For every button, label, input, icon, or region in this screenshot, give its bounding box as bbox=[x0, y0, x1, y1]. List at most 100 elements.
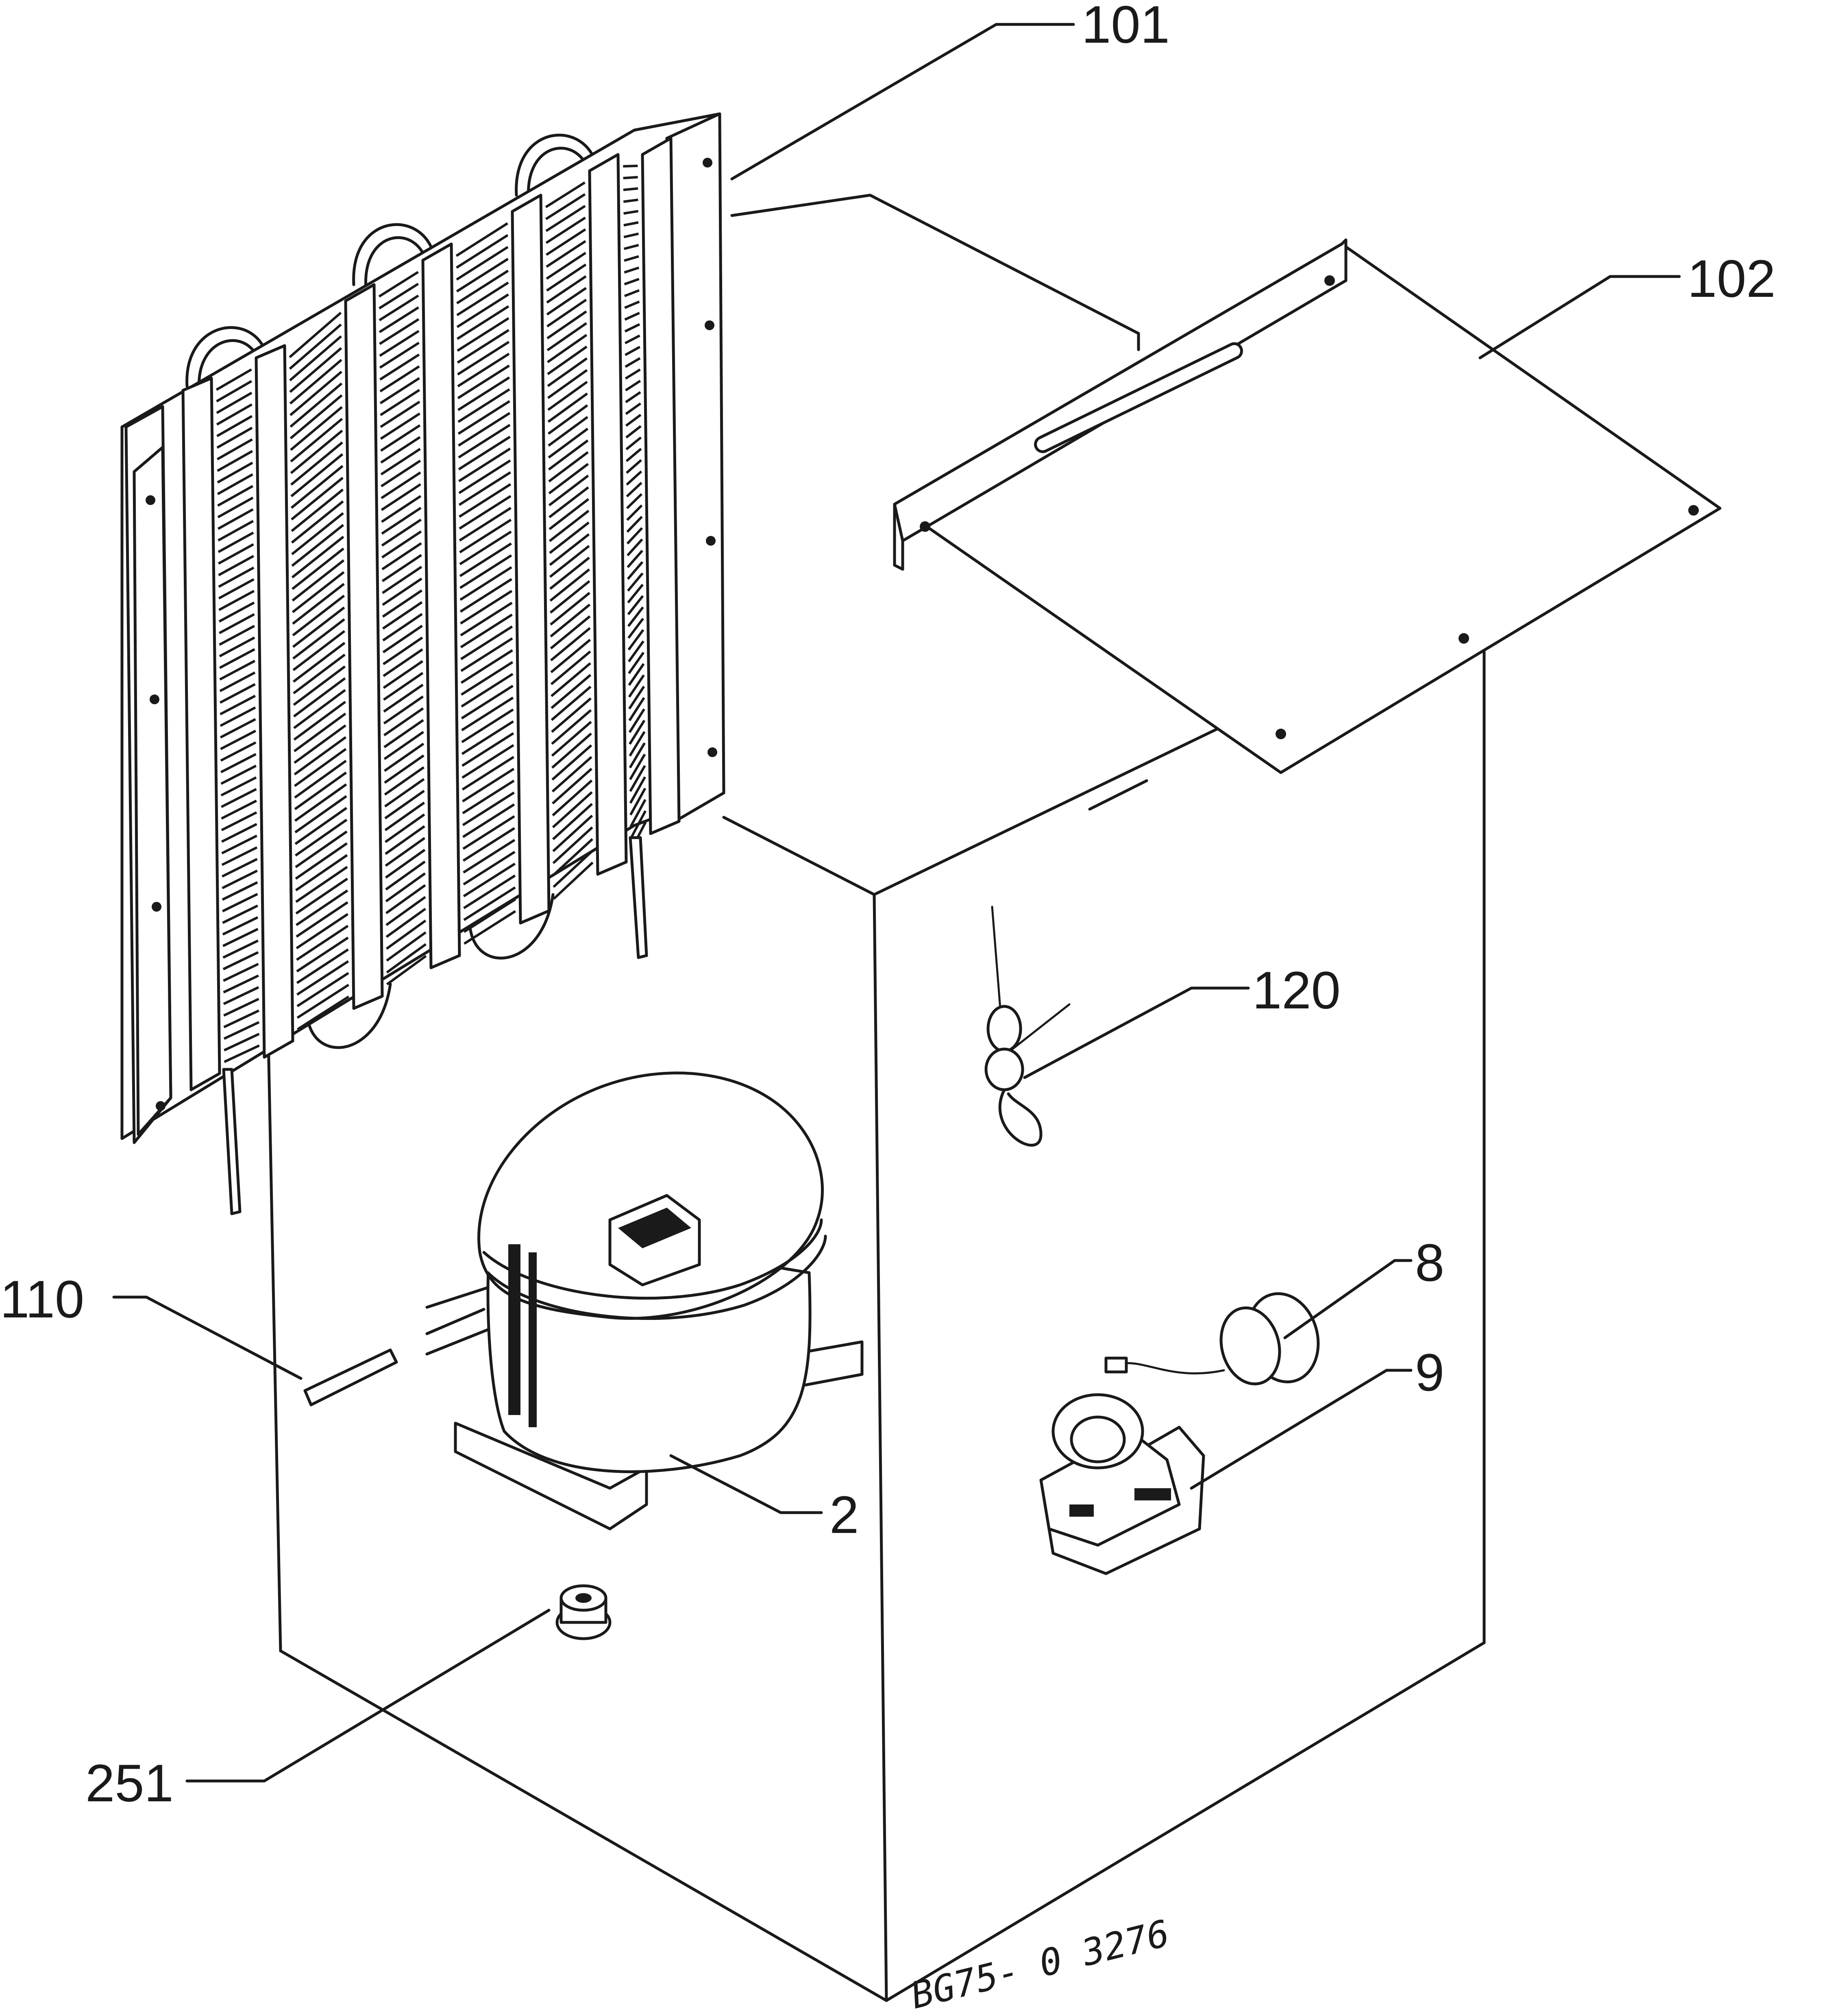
fin-wire bbox=[549, 486, 589, 518]
fin-wire bbox=[294, 783, 347, 822]
fin-wire bbox=[463, 886, 516, 921]
fin-wire bbox=[217, 508, 254, 530]
fin-wire bbox=[293, 677, 346, 718]
fin-wire bbox=[384, 790, 425, 819]
fin-wire bbox=[457, 329, 509, 364]
fin-wire bbox=[549, 498, 590, 530]
fin-wire bbox=[294, 819, 348, 857]
fin-wire bbox=[294, 795, 347, 834]
fin-wire bbox=[217, 473, 253, 495]
fin-wire bbox=[222, 904, 258, 924]
fin-wire bbox=[218, 590, 255, 611]
compressor bbox=[454, 1071, 864, 1531]
fin-wire bbox=[629, 753, 646, 780]
fin-wire bbox=[220, 694, 256, 716]
fin-wire bbox=[295, 889, 348, 926]
fin-wire bbox=[218, 578, 255, 600]
condenser-fins bbox=[216, 164, 647, 1063]
fin-wire bbox=[221, 834, 258, 855]
fin-wire bbox=[295, 842, 348, 880]
fin-wire bbox=[624, 266, 640, 274]
fin-wire bbox=[218, 566, 255, 588]
leader-lines bbox=[112, 23, 1681, 1783]
fin-wire bbox=[293, 701, 346, 741]
fin-wire bbox=[628, 663, 645, 686]
fin-wire bbox=[457, 305, 509, 340]
fin-wire bbox=[290, 465, 344, 509]
fin-wire bbox=[292, 583, 345, 625]
fin-wire bbox=[458, 424, 511, 459]
fin-wire bbox=[296, 948, 349, 984]
fin-wire bbox=[545, 205, 586, 232]
fin-wire bbox=[381, 566, 422, 594]
fin-wire bbox=[385, 849, 426, 879]
fin-wire bbox=[220, 753, 257, 773]
fin-wire bbox=[549, 533, 590, 566]
fin-wire bbox=[624, 311, 640, 321]
fin-wire bbox=[220, 741, 257, 762]
fin-wire bbox=[293, 712, 346, 752]
fin-wire bbox=[463, 851, 516, 886]
fin-wire bbox=[383, 695, 424, 725]
fin-wire bbox=[546, 263, 587, 292]
fin-wire bbox=[457, 388, 510, 423]
fin-wire bbox=[381, 483, 421, 511]
fin-wire bbox=[216, 380, 253, 403]
fin-wire bbox=[383, 660, 424, 689]
fin-wire bbox=[628, 697, 645, 721]
fin-wire bbox=[294, 807, 348, 845]
fin-wire bbox=[625, 346, 641, 356]
fin-wire bbox=[626, 493, 643, 509]
fin-wire bbox=[456, 293, 509, 328]
thermal-protector bbox=[1104, 1292, 1320, 1386]
fin-wire bbox=[629, 742, 646, 769]
fin-wire bbox=[220, 718, 256, 739]
fin-wire bbox=[289, 335, 342, 381]
fin-wire bbox=[381, 554, 422, 582]
fin-wire bbox=[223, 974, 259, 994]
fin-wire bbox=[379, 283, 419, 309]
fin-wire bbox=[220, 729, 257, 750]
fin-wire bbox=[623, 221, 639, 226]
fin-wire bbox=[291, 524, 344, 567]
fin-wire bbox=[459, 566, 512, 601]
fin-wire bbox=[378, 271, 419, 298]
fin-wire bbox=[550, 650, 591, 685]
fin-wire bbox=[224, 1044, 260, 1063]
fin-wire bbox=[551, 697, 592, 733]
fin-wire bbox=[623, 198, 638, 203]
fin-wire bbox=[385, 896, 426, 926]
fin-wire bbox=[553, 850, 594, 888]
fin-wire bbox=[625, 402, 642, 415]
fin-wire bbox=[380, 424, 421, 452]
mounting-plate bbox=[893, 238, 1722, 774]
fin-wire bbox=[625, 368, 641, 380]
fin-wire bbox=[385, 872, 426, 903]
fin-wire bbox=[294, 736, 347, 775]
fin-wire bbox=[382, 636, 423, 665]
fin-wire bbox=[291, 512, 344, 555]
fin-wire bbox=[546, 275, 587, 304]
fin-wire bbox=[219, 648, 255, 669]
fin-wire bbox=[462, 779, 515, 814]
fin-wire bbox=[462, 744, 514, 779]
fin-wire bbox=[382, 577, 422, 606]
fin-wire bbox=[456, 234, 509, 269]
capillary-filter bbox=[984, 906, 1071, 1147]
fin-wire bbox=[294, 724, 346, 764]
fin-wire bbox=[548, 475, 589, 507]
fin-wire bbox=[552, 791, 593, 828]
fin-wire bbox=[626, 527, 643, 545]
fin-wire bbox=[627, 595, 644, 615]
fin-wire bbox=[552, 826, 593, 864]
fin-wire bbox=[221, 858, 258, 878]
fin-wire bbox=[381, 507, 422, 535]
fin-wire bbox=[385, 884, 426, 914]
fin-wire bbox=[220, 776, 257, 797]
fin-wire bbox=[629, 788, 647, 816]
fin-wire bbox=[379, 365, 420, 393]
fin-wire bbox=[548, 451, 589, 483]
fin-wire bbox=[458, 459, 511, 494]
label-101: 101 bbox=[1082, 0, 1170, 54]
fin-wire bbox=[551, 709, 592, 745]
